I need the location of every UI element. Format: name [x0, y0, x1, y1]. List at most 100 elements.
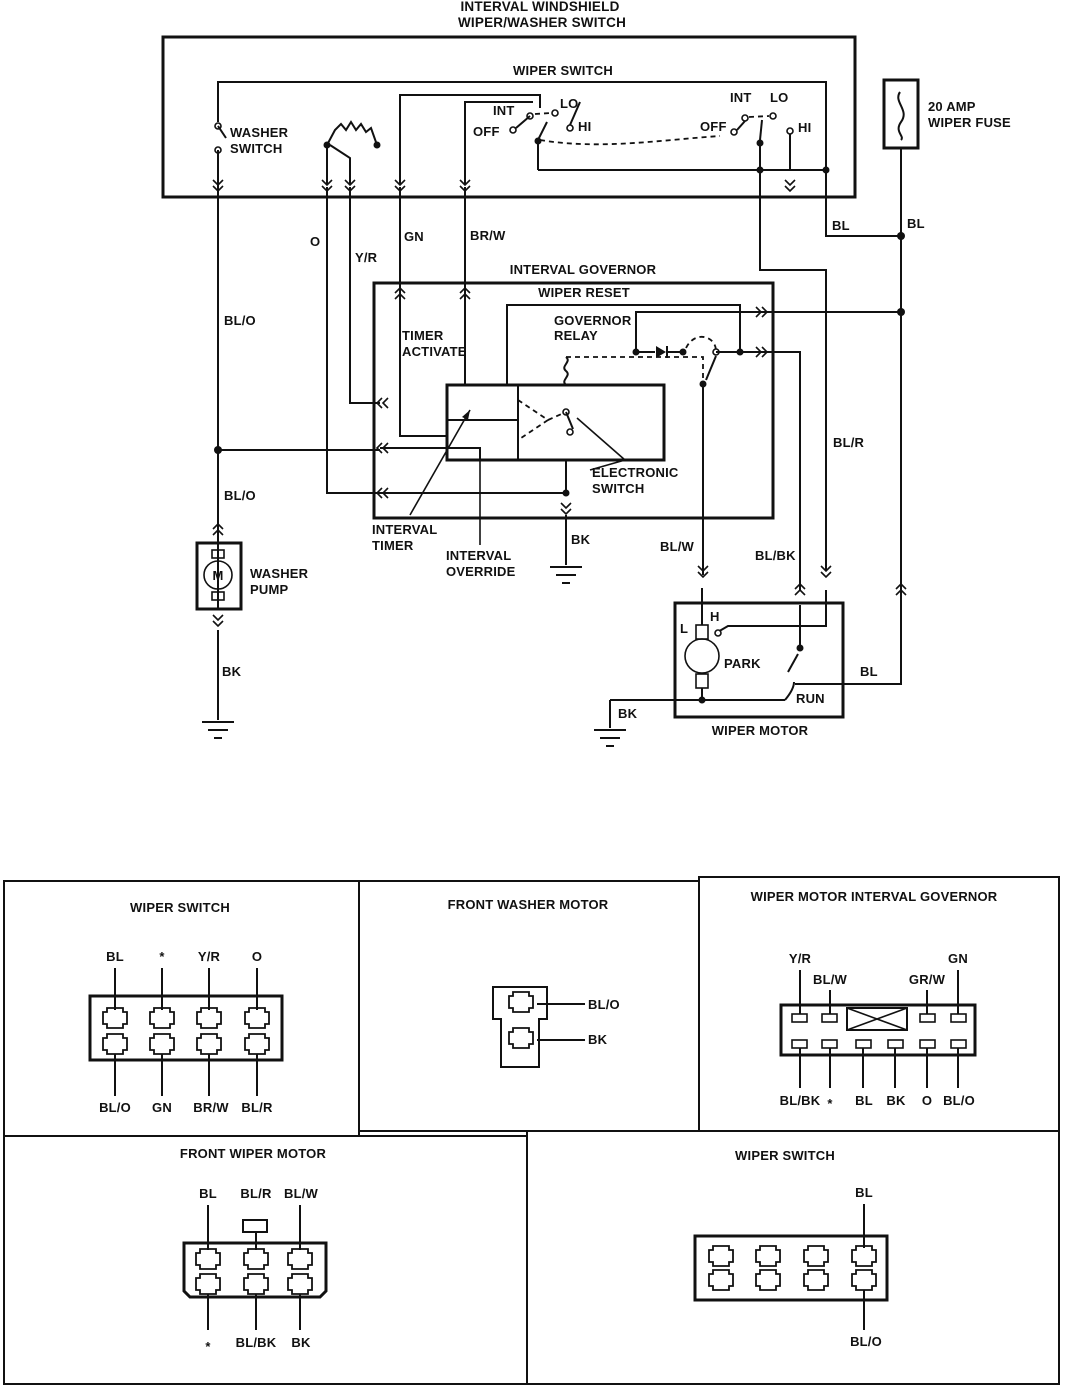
- wire-label-bl-w: BL/W: [660, 539, 695, 554]
- switch2-int: INT: [730, 90, 752, 105]
- timer-activate-label-2: ACTIVATE: [402, 344, 467, 359]
- wiper-switch-2-connector-title: WIPER SWITCH: [735, 1148, 835, 1163]
- switch1-lo: LO: [560, 96, 578, 111]
- ws-top-pin-4: O: [252, 949, 262, 964]
- interval-rheostat: [326, 120, 378, 146]
- ws-top-pin-3: Y/R: [198, 949, 221, 964]
- wiper-fuse: 20 AMP WIPER FUSE: [882, 78, 1011, 685]
- ws-bottom-pin-3: BR/W: [193, 1100, 229, 1115]
- interval-governor: INTERVAL GOVERNOR WIPER RESET GOVERNOR R…: [372, 262, 775, 520]
- park-label: PARK: [724, 656, 761, 671]
- wire-label-gn: GN: [404, 229, 424, 244]
- interval-timer-label-2: TIMER: [372, 538, 414, 553]
- fuse-label-2: WIPER FUSE: [928, 115, 1011, 130]
- wpm-bottom-pin-3: BK: [291, 1335, 311, 1350]
- connector-panels: [3, 876, 1060, 1385]
- wire-label-bk-pump: BK: [222, 664, 242, 679]
- wpm-top-pin-1: BL: [199, 1186, 217, 1201]
- switch-housing: [161, 35, 857, 199]
- connector-front-wiper-motor: FRONT WIPER MOTOR BL BL/R BL/W * BL/BK B…: [180, 1146, 328, 1354]
- motor-symbol: M: [212, 568, 223, 583]
- switch2-lo: LO: [770, 90, 788, 105]
- schematic-title: INTERVAL WINDSHIELD WIPER/WASHER SWITCH: [458, 0, 626, 30]
- wpm-bottom-pin-2: BL/BK: [236, 1335, 277, 1350]
- wiper-motor-connector-title: FRONT WIPER MOTOR: [180, 1146, 327, 1161]
- wire-label-bl-3: BL: [860, 664, 878, 679]
- wiper-switch-top-bus: [217, 81, 827, 170]
- governor-relay-label-1: GOVERNOR: [554, 313, 632, 328]
- switch1-int: INT: [493, 103, 515, 118]
- interval-timer-label-1: INTERVAL: [372, 522, 437, 537]
- wire-label-bl-o-2: BL/O: [224, 488, 256, 503]
- switch1-hi: HI: [578, 119, 591, 134]
- motor-h: H: [710, 609, 720, 624]
- wiper-washer-switch: WIPER SWITCH WASHER SWITCH INT LO OFF HI: [161, 35, 857, 610]
- wire-label-bl-1: BL: [832, 218, 850, 233]
- governor-connector-title: WIPER MOTOR INTERVAL GOVERNOR: [751, 889, 998, 904]
- title-line-2: WIPER/WASHER SWITCH: [458, 15, 626, 30]
- connector-wiper-switch: WIPER SWITCH BL * Y/R O BL/O GN BR/W BL/…: [88, 900, 284, 1115]
- wire-label-bl-r: BL/R: [833, 435, 865, 450]
- wiper-motor-label: WIPER MOTOR: [712, 723, 809, 738]
- washer-switch-label-2: SWITCH: [230, 141, 282, 156]
- interval-override-label-1: INTERVAL: [446, 548, 511, 563]
- governor-relay-label-2: RELAY: [554, 328, 598, 343]
- gov-bottom-pin-2: *: [827, 1096, 833, 1111]
- governor-housing: [372, 281, 775, 520]
- gov-bottom-pin-4: BK: [886, 1093, 906, 1108]
- wm-pin-2: BK: [588, 1032, 608, 1047]
- wiper-switch-connector-title: WIPER SWITCH: [130, 900, 230, 915]
- electronic-switch-label-1: ELECTRONIC: [592, 465, 679, 480]
- wiper-switch-2: INT LO OFF HI: [700, 90, 811, 170]
- run-label: RUN: [796, 691, 825, 706]
- timer-electronic-module: [445, 383, 666, 462]
- ws-bottom-pin-4: BL/R: [241, 1100, 273, 1115]
- gov-bottom-pin-5: O: [922, 1093, 932, 1108]
- gov-top-pin-3: GR/W: [909, 972, 946, 987]
- gov-top-pin-4: GN: [948, 951, 968, 966]
- washer-pump: M WASHER PUMP BK: [195, 523, 309, 739]
- wpm-bottom-pin-1: *: [205, 1339, 211, 1354]
- connector-interval-governor: WIPER MOTOR INTERVAL GOVERNOR Y/R BL/W G…: [751, 889, 998, 1111]
- wire-label-br-w: BR/W: [470, 228, 506, 243]
- switch2-off: OFF: [700, 119, 727, 134]
- wire-label-o: O: [310, 234, 320, 249]
- washer-switch-label-1: WASHER: [230, 125, 289, 140]
- wiper-reset-label: WIPER RESET: [538, 285, 630, 300]
- switch-mechanical-link: [539, 135, 721, 146]
- gov-top-pin-1: Y/R: [789, 951, 812, 966]
- gov-bottom-pin-3: BL: [855, 1093, 873, 1108]
- connector-wiper-switch-2: WIPER SWITCH BL BL/O: [693, 1148, 889, 1349]
- timer-activate-label-1: TIMER: [402, 328, 444, 343]
- ws-top-pin-2: *: [159, 949, 165, 964]
- wire-label-bl-bk: BL/BK: [755, 548, 796, 563]
- wire-label-y-r: Y/R: [355, 250, 378, 265]
- wpm-top-pin-2: BL/R: [240, 1186, 272, 1201]
- ws-top-pin-1: BL: [106, 949, 124, 964]
- ws-bottom-pin-2: GN: [152, 1100, 172, 1115]
- washer-pump-label-1: WASHER: [250, 566, 309, 581]
- wire-label-bl-o-1: BL/O: [224, 313, 256, 328]
- wire-label-bk-gov: BK: [571, 532, 591, 547]
- ws2-bottom-pin-1: BL/O: [850, 1334, 882, 1349]
- wpm-top-pin-3: BL/W: [284, 1186, 319, 1201]
- gov-top-pin-2: BL/W: [813, 972, 848, 987]
- ws2-top-pin-1: BL: [855, 1185, 873, 1200]
- electronic-switch-label-2: SWITCH: [592, 481, 644, 496]
- wire-label-bl-2: BL: [907, 216, 925, 231]
- wiper-motor-housing: [673, 601, 845, 719]
- washer-motor-connector-title: FRONT WASHER MOTOR: [448, 897, 609, 912]
- title-line-1: INTERVAL WINDSHIELD: [460, 0, 619, 14]
- wm-pin-1: BL/O: [588, 997, 620, 1012]
- washer-pump-label-2: PUMP: [250, 582, 288, 597]
- switch2-hi: HI: [798, 120, 811, 135]
- wiper-switch-label: WIPER SWITCH: [513, 63, 613, 78]
- washer-switch-contact: [217, 125, 227, 139]
- gov-bottom-pin-1: BL/BK: [780, 1093, 821, 1108]
- wiper-motor: WIPER MOTOR L H PARK RUN BL BK: [593, 565, 907, 747]
- interval-override-label-2: OVERRIDE: [446, 564, 516, 579]
- switch1-off: OFF: [473, 124, 500, 139]
- gov-bottom-pin-6: BL/O: [943, 1093, 975, 1108]
- interval-governor-label: INTERVAL GOVERNOR: [510, 262, 657, 277]
